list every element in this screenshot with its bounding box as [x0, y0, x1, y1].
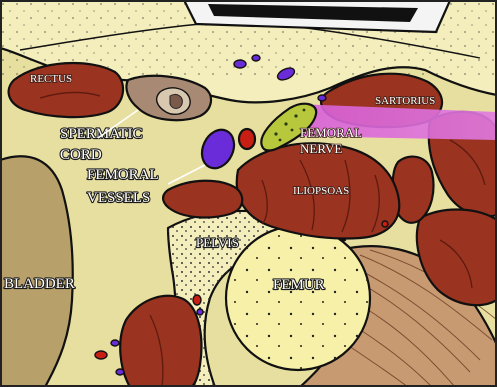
label-femoral-nerve-line2: NERVE — [300, 141, 342, 156]
label-spermatic-cord-line2: CORD — [60, 147, 102, 163]
bladder — [0, 156, 73, 387]
label-femoral-vessels-line2: VESSELS — [87, 190, 150, 206]
label-bladder: BLADDER — [4, 276, 75, 292]
label-spermatic-cord-line1: SPERMATIC — [60, 126, 143, 142]
label-rectus: RECTUS — [30, 73, 72, 85]
label-femoral-vessels-line1: FEMORAL — [87, 167, 159, 183]
label-pelvis: PELVIS — [196, 235, 239, 250]
label-iliopsoas: ILIOPSOAS — [293, 185, 349, 197]
femur-texture — [226, 226, 370, 370]
label-femur: FEMUR — [273, 277, 325, 293]
label-sartorius: SARTORIUS — [375, 95, 435, 107]
label-femoral-nerve-line1: FEMORAL — [300, 125, 362, 140]
pectineus-muscle — [163, 181, 242, 218]
femoral-artery — [239, 129, 255, 149]
